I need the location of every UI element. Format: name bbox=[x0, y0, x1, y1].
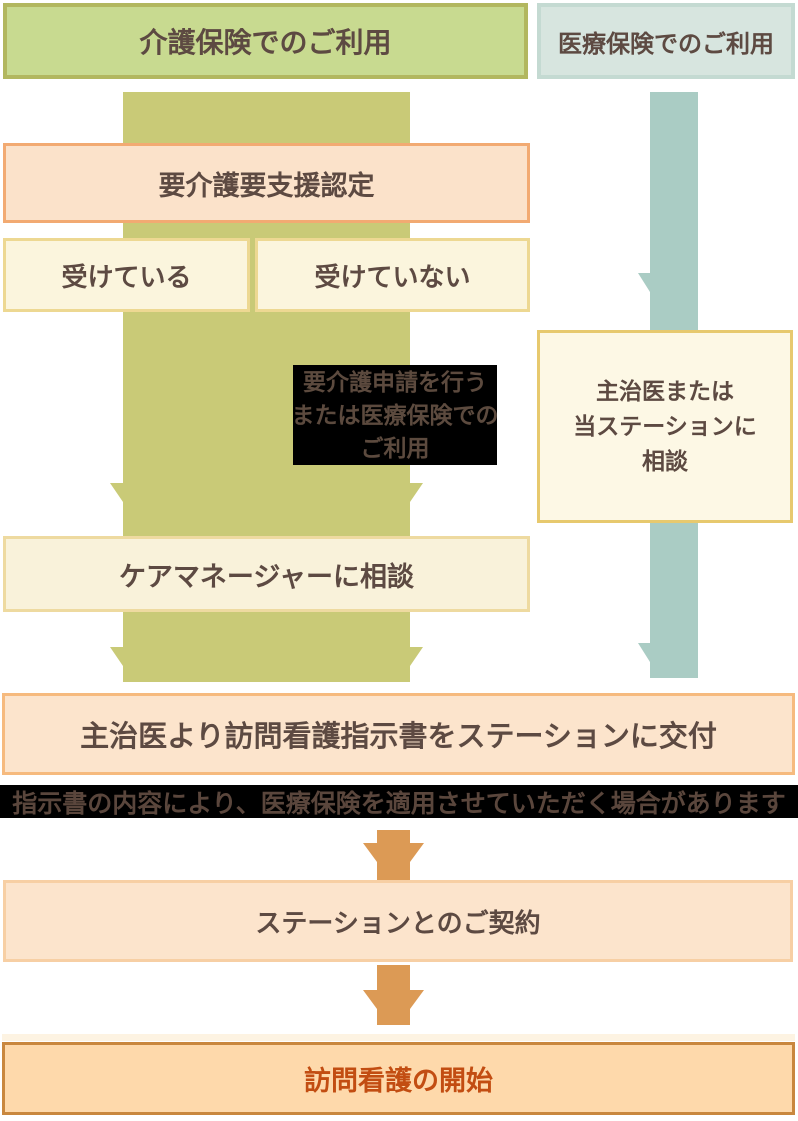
box-station-contract: ステーションとのご契約 bbox=[3, 880, 793, 962]
box-consult-care-manager: ケアマネージャーに相談 bbox=[3, 536, 530, 612]
box-certified: 受けている bbox=[3, 238, 250, 312]
note-medical-insurance-may-apply: 指示書の内容により、医療保険を適用させていただく場合があります bbox=[0, 785, 798, 818]
box-care-certification: 要介護要支援認定 bbox=[3, 143, 530, 223]
box-not-certified: 受けていない bbox=[255, 238, 530, 312]
decorative-divider bbox=[2, 1034, 795, 1041]
box-directive-issued: 主治医より訪問看護指示書をステーションに交付 bbox=[2, 693, 795, 775]
note-apply-or-use-medical: 要介護申請を行う または医療保険での ご利用 bbox=[292, 365, 499, 465]
down-arrow-icon bbox=[363, 830, 424, 880]
header-care-insurance: 介護保険でのご利用 bbox=[3, 3, 528, 79]
box-start-visit-nursing: 訪問看護の開始 bbox=[2, 1042, 795, 1115]
down-arrow-icon bbox=[363, 965, 424, 1025]
box-consult-doctor-or-station: 主治医または 当ステーションに 相談 bbox=[537, 330, 793, 523]
header-medical-insurance: 医療保険でのご利用 bbox=[537, 3, 795, 79]
